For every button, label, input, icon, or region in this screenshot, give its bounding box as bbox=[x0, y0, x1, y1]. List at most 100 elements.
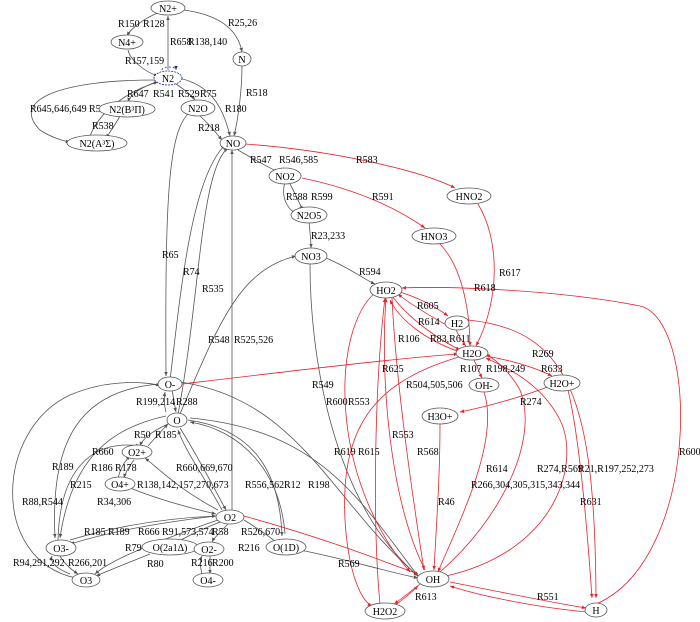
reaction-label: R25,26 bbox=[228, 18, 257, 29]
reaction-label: R178 bbox=[115, 463, 137, 474]
svg-text:N4+: N4+ bbox=[118, 38, 136, 49]
edge-o1d-o bbox=[189, 420, 286, 535]
reaction-label: R538 bbox=[92, 121, 114, 132]
reaction-label: R218 bbox=[198, 123, 220, 134]
edge-n2o5-no3 bbox=[308, 221, 313, 249]
edge-o2p-o bbox=[147, 423, 169, 447]
node-ho2: HO2 bbox=[369, 281, 403, 299]
reaction-label: R94,291,292 bbox=[13, 558, 65, 569]
reaction-label: R504,505,506 bbox=[406, 380, 463, 391]
edge-o2a-o3 bbox=[95, 553, 151, 577]
node-oh-minus: OH- bbox=[468, 377, 500, 393]
reaction-label: R541 bbox=[153, 89, 175, 100]
black-edges bbox=[12, 9, 419, 579]
svg-text:N2+: N2+ bbox=[159, 4, 177, 15]
node-n2: N2 bbox=[153, 70, 183, 86]
node-no: NO bbox=[219, 135, 247, 151]
reaction-label: R58 bbox=[212, 527, 229, 538]
reaction-label: R549 bbox=[312, 380, 334, 391]
node-o3-minus: O3- bbox=[45, 539, 77, 557]
edge-n2-n2-blue bbox=[161, 65, 178, 71]
reaction-label: R660 bbox=[92, 447, 114, 458]
svg-text:H2O+: H2O+ bbox=[549, 379, 574, 390]
svg-text:N: N bbox=[238, 55, 245, 66]
svg-text:N2(B³Π): N2(B³Π) bbox=[109, 105, 145, 116]
node-hno3: HNO3 bbox=[411, 227, 457, 245]
edge-o2-o bbox=[177, 429, 223, 511]
edge-h2-h2o bbox=[455, 329, 467, 347]
node-o2: O2 bbox=[215, 509, 245, 525]
reaction-label: R618 bbox=[474, 283, 496, 294]
svg-text:N2(A³Σ): N2(A³Σ) bbox=[80, 139, 115, 150]
edge-o3-o bbox=[12, 382, 161, 579]
svg-text:O4+: O4+ bbox=[111, 480, 129, 491]
reaction-label: R75 bbox=[200, 89, 217, 100]
reaction-label: R189 bbox=[52, 462, 74, 473]
edge-n2o-om bbox=[164, 111, 191, 377]
reaction-label: R185 bbox=[155, 430, 177, 441]
edge-n2p-n4p bbox=[126, 11, 161, 37]
edge-om-h2o bbox=[181, 352, 459, 385]
edge-o-o2 bbox=[179, 427, 227, 511]
edge-oh-h2o bbox=[445, 357, 568, 577]
node-no3: NO3 bbox=[294, 247, 328, 265]
reaction-label: R605 bbox=[417, 301, 439, 312]
node-o3: O3 bbox=[71, 572, 101, 588]
edge-ho2-h2o bbox=[391, 295, 461, 351]
reaction-label: R200 bbox=[212, 558, 234, 569]
edge-ho2-h2 bbox=[399, 291, 449, 317]
svg-text:O3-: O3- bbox=[53, 544, 69, 555]
reaction-label: R91,573,574 bbox=[162, 527, 214, 538]
reaction-label: R594 bbox=[359, 267, 381, 278]
edge-h2-h bbox=[467, 319, 598, 599]
reaction-label: R666 bbox=[138, 527, 160, 538]
reaction-label: R553 bbox=[348, 397, 370, 408]
reaction-label: R269 bbox=[532, 349, 554, 360]
svg-text:O: O bbox=[173, 416, 180, 427]
reaction-label: R46 bbox=[438, 497, 455, 508]
svg-text:HNO3: HNO3 bbox=[421, 232, 448, 243]
edge-n2-n2a bbox=[30, 79, 156, 144]
node-n2-a3sigma: N2(A³Σ) bbox=[66, 134, 128, 152]
svg-text:N2: N2 bbox=[162, 74, 174, 85]
node-n2o: N2O bbox=[180, 99, 216, 117]
svg-text:O(1D): O(1D) bbox=[273, 543, 299, 554]
edge-o4m-o2m bbox=[198, 555, 203, 575]
node-no2: NO2 bbox=[268, 167, 302, 185]
edge-n-no bbox=[233, 65, 243, 137]
reaction-label: R88,R544 bbox=[22, 497, 63, 508]
edge-o2-o2p bbox=[144, 457, 219, 511]
edge-o4p-o2 bbox=[129, 487, 217, 515]
reaction-label: R185 bbox=[84, 527, 106, 538]
node-oh: OH bbox=[416, 570, 450, 588]
reaction-label: R617 bbox=[499, 268, 521, 279]
edge-h2o2-ho2 bbox=[375, 297, 387, 605]
reaction-label: R80 bbox=[147, 559, 164, 570]
reaction-label: R215 bbox=[70, 480, 92, 491]
node-h2o: H2O bbox=[455, 345, 489, 361]
edge-o3-o3m bbox=[48, 555, 71, 575]
reaction-label: R613 bbox=[415, 592, 437, 603]
node-o2-a1delta: O(2a1Δ) bbox=[141, 538, 199, 556]
edge-h2op-h bbox=[567, 389, 594, 599]
svg-text:N2O: N2O bbox=[188, 104, 207, 115]
reaction-label: R619 bbox=[334, 447, 356, 458]
edge-om-o3m bbox=[52, 383, 161, 539]
node-h3o-plus: H3O+ bbox=[421, 407, 459, 425]
reaction-label: R647 bbox=[127, 89, 149, 100]
edge-o3m-o3 bbox=[59, 555, 79, 575]
svg-text:OH-: OH- bbox=[475, 381, 493, 392]
edge-h2o-h2op bbox=[485, 355, 553, 377]
edge-no3-ho2 bbox=[325, 257, 376, 285]
reaction-label: R157,159 bbox=[125, 56, 164, 67]
reaction-label: R274 bbox=[520, 397, 542, 408]
edge-h-oh bbox=[449, 585, 589, 613]
node-o4-minus: O4- bbox=[192, 572, 224, 588]
edge-h2o-ohm bbox=[473, 359, 483, 379]
edge-o3m-o2b bbox=[57, 443, 141, 541]
svg-text:NO2: NO2 bbox=[275, 172, 294, 183]
reaction-label: R600 bbox=[679, 447, 700, 458]
reaction-label: R551 bbox=[537, 592, 559, 603]
edge-o2-oh bbox=[243, 515, 419, 575]
svg-text:H: H bbox=[592, 606, 599, 617]
